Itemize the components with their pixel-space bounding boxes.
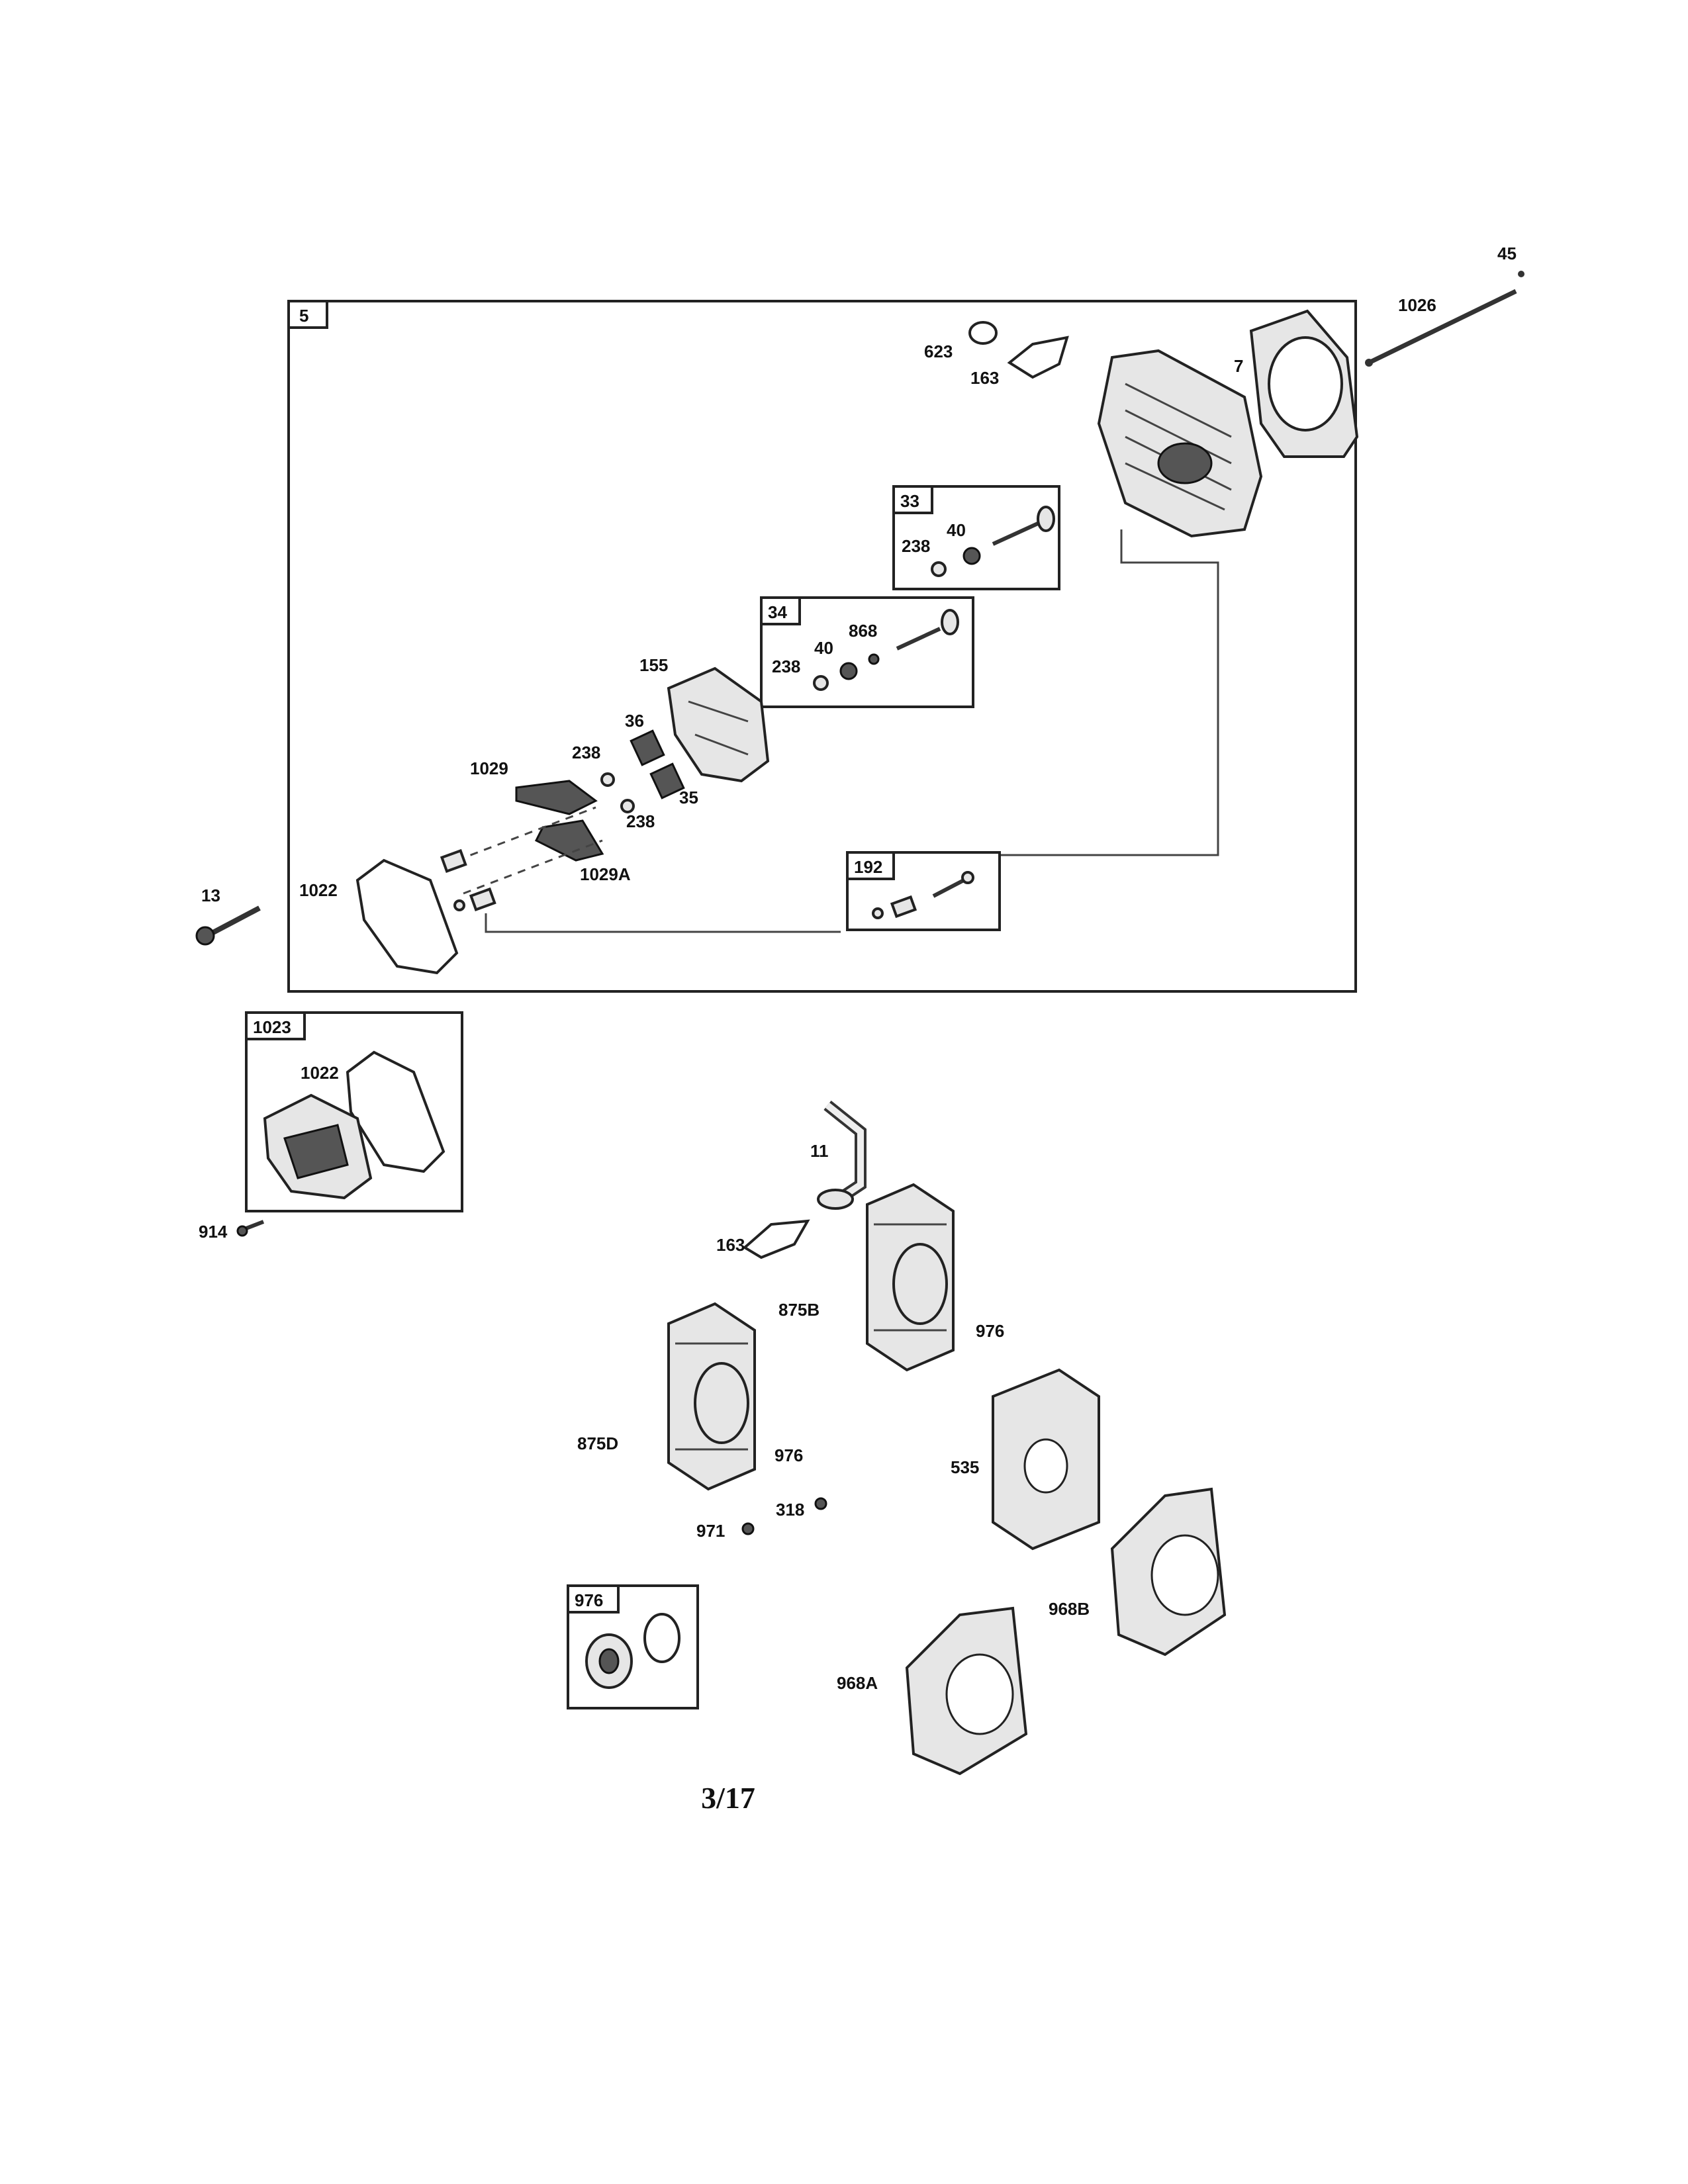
breather-tube xyxy=(817,1100,867,1210)
part-label-13: 13 xyxy=(201,886,220,905)
group-frame-34 xyxy=(760,596,974,708)
air-filter-base-upper xyxy=(866,1183,955,1372)
part-label-11: 11 xyxy=(810,1141,829,1161)
part-label-36: 36 xyxy=(625,711,644,731)
part-label-914: 914 xyxy=(199,1222,228,1242)
filter-kit-parts xyxy=(585,1613,680,1689)
exhaust-valve xyxy=(931,506,1055,577)
rocker-stud-lower xyxy=(469,887,496,911)
part-label-623: 623 xyxy=(924,341,953,361)
part-label-318: 318 xyxy=(776,1500,804,1520)
rocker-arm-1029 xyxy=(515,780,598,815)
part-label-1026: 1026 xyxy=(1398,295,1436,315)
bolt-13 xyxy=(195,905,261,946)
valve-springs xyxy=(630,729,685,799)
gasket-163-lower xyxy=(742,1219,810,1259)
part-label-45: 45 xyxy=(1497,244,1517,263)
part-label-155: 155 xyxy=(639,655,668,675)
part-label-875d: 875D xyxy=(577,1433,618,1453)
part-label-868: 868 xyxy=(849,621,877,641)
group-frame-192 xyxy=(846,851,1001,931)
part-label-976-lower: 976 xyxy=(774,1445,803,1465)
push-rod xyxy=(1365,271,1524,367)
group-label-192: 192 xyxy=(854,857,882,877)
part-label-875b: 875B xyxy=(778,1300,820,1320)
part-label-1029: 1029 xyxy=(470,758,508,778)
air-filter-cover-968a xyxy=(905,1606,1028,1776)
part-label-238-ex: 238 xyxy=(902,536,930,556)
group-frame-1023 xyxy=(245,1011,463,1212)
group-tag-976 xyxy=(567,1584,620,1614)
dash-line-upper xyxy=(456,806,596,862)
part-label-1022-kit: 1022 xyxy=(301,1063,339,1083)
group-tag-34 xyxy=(760,596,801,625)
part-label-238-bot: 238 xyxy=(626,811,655,831)
intake-valve xyxy=(813,609,959,691)
group-label-1023: 1023 xyxy=(253,1017,291,1037)
part-label-7: 7 xyxy=(1234,356,1243,376)
dash-line-lower xyxy=(463,839,603,895)
rocker-arm-1029a xyxy=(534,819,604,862)
rocker-cover-gasket-main xyxy=(355,858,459,975)
group-label-33: 33 xyxy=(900,491,919,511)
part-label-968b: 968B xyxy=(1049,1599,1090,1619)
part-label-1022-main: 1022 xyxy=(299,880,338,900)
leader-line-192-bottom xyxy=(485,913,841,933)
part-label-1029a: 1029A xyxy=(580,864,631,884)
air-filter-cover-968b xyxy=(1110,1487,1227,1657)
part-label-968a: 968A xyxy=(837,1673,878,1693)
part-label-971: 971 xyxy=(696,1521,725,1541)
group-tag-1023 xyxy=(245,1011,306,1040)
rocker-plate xyxy=(667,666,770,783)
group-label-main: 5 xyxy=(299,306,308,326)
rocker-cover xyxy=(263,1093,373,1200)
cylinder-head xyxy=(1097,349,1263,538)
part-label-40-in: 40 xyxy=(814,638,833,658)
gasket-163-top xyxy=(1007,336,1069,379)
part-label-163-lower: 163 xyxy=(716,1235,745,1255)
part-label-35: 35 xyxy=(679,788,698,807)
rocker-stud-upper xyxy=(440,848,467,873)
group-label-34: 34 xyxy=(768,602,787,622)
part-label-163-top: 163 xyxy=(970,368,999,388)
group-tag-192 xyxy=(846,851,895,880)
rocker-nut-lower xyxy=(453,899,465,911)
leader-line-192-right xyxy=(1001,529,1219,856)
group-frame-33 xyxy=(892,485,1060,590)
screw-318 xyxy=(814,1497,827,1510)
retainer-bot xyxy=(620,799,635,813)
group-tag-main xyxy=(287,300,328,329)
page-number: 3/17 xyxy=(701,1781,755,1815)
head-gasket xyxy=(1249,309,1359,458)
screw-914 xyxy=(236,1220,265,1237)
retainer-top xyxy=(600,772,615,787)
group-frame-main xyxy=(287,300,1357,993)
group-frame-976 xyxy=(567,1584,699,1709)
o-ring-623 xyxy=(968,321,998,345)
adjuster-parts xyxy=(872,871,974,919)
screw-971 xyxy=(741,1522,755,1535)
group-tag-33 xyxy=(892,485,933,514)
part-label-238-top: 238 xyxy=(572,743,600,762)
part-label-40-ex: 40 xyxy=(947,520,966,540)
filter-element xyxy=(992,1368,1100,1551)
part-label-976-upper: 976 xyxy=(976,1321,1004,1341)
air-filter-base-lower xyxy=(667,1302,756,1491)
part-label-238-in: 238 xyxy=(772,657,800,676)
group-label-976: 976 xyxy=(575,1590,603,1610)
part-label-535: 535 xyxy=(951,1457,979,1477)
